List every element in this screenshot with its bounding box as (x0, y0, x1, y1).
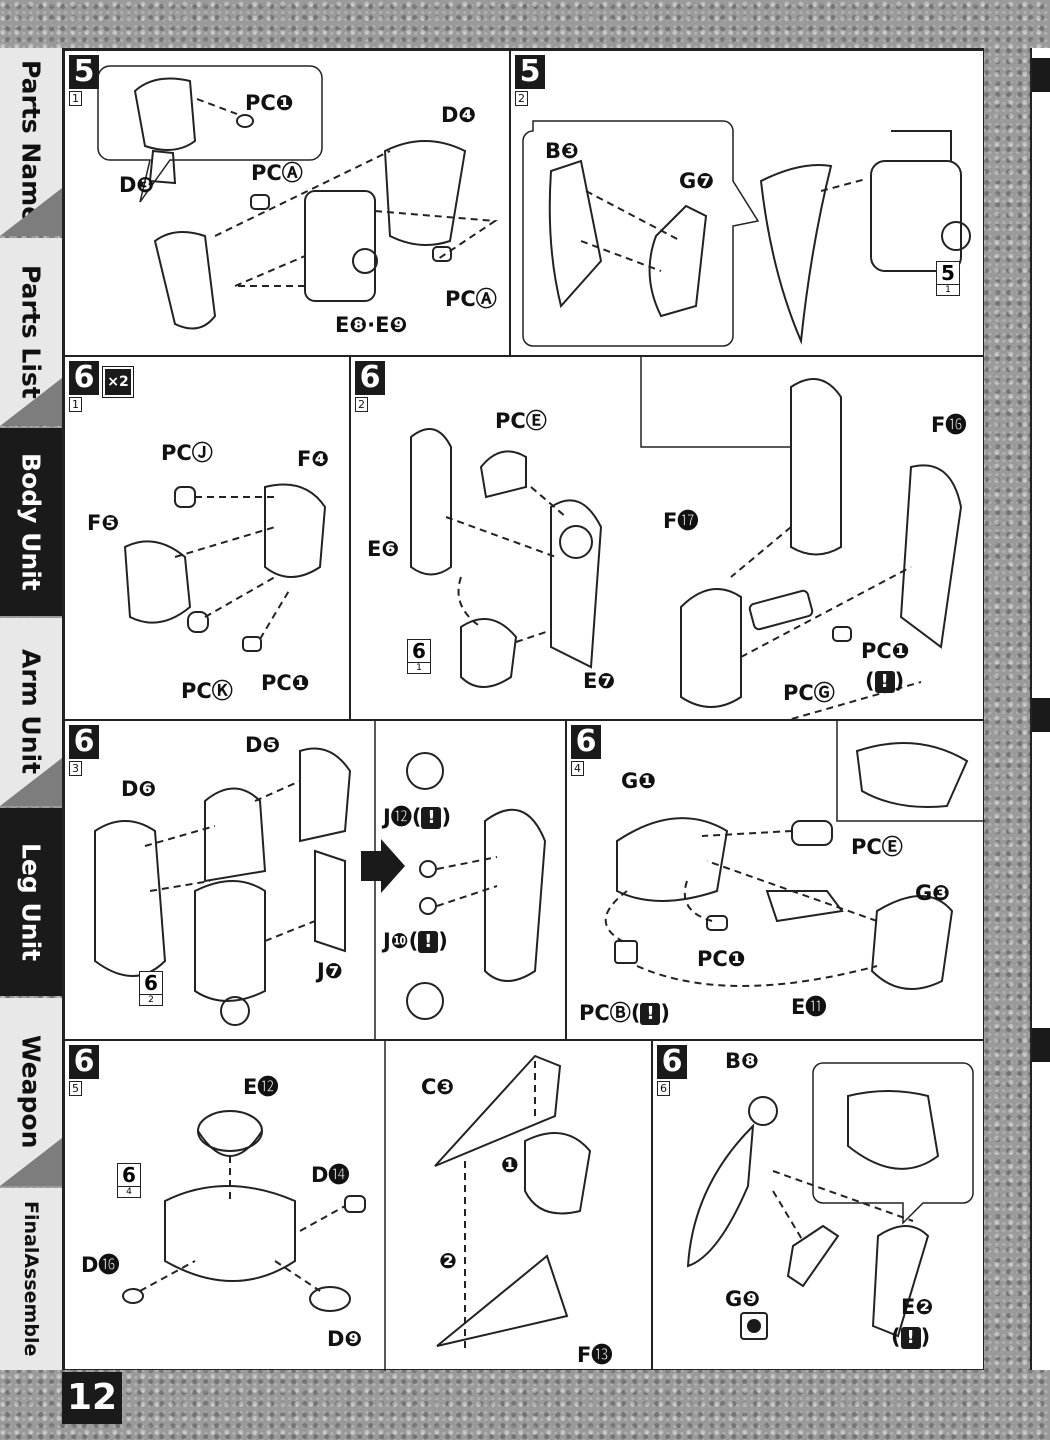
label-pc-a-2: PCⒶ (445, 287, 497, 311)
step-6-1-illustration (123, 483, 327, 652)
step-substep: 1 (69, 397, 82, 412)
label-d14: D⓮ (311, 1163, 350, 1187)
label-d4: D❹ (441, 103, 477, 127)
label-f17: F⓱ (663, 509, 699, 533)
label-b3: B❸ (545, 139, 579, 163)
step-6-2-illustration (410, 357, 963, 721)
section-tabs: Parts Name Parts List Body Unit Arm Unit… (0, 48, 62, 1370)
label-g1: G❶ (621, 769, 657, 793)
label-pc-a: PCⒶ (251, 161, 303, 185)
label-pc-e: PCⒺ (495, 409, 547, 433)
label-pc-e: PCⒺ (851, 835, 903, 859)
label-b8: B❽ (725, 1049, 759, 1073)
step-6-6-panel: 6 6 B❽ G❾ E❷ (!) (652, 1040, 984, 1370)
quantity-badge: ×2 (102, 366, 134, 398)
caution-mark: (!) (865, 669, 905, 693)
step-substep: 4 (571, 761, 584, 776)
order-1: ❶ (501, 1153, 519, 1177)
step-6-3-illustration (94, 721, 547, 1041)
step-number: 5 (69, 55, 99, 89)
label-d16: D⓰ (81, 1253, 120, 1277)
page-number: 12 (62, 1372, 122, 1424)
label-f5: F❺ (87, 511, 120, 535)
label-j10: J❿(!) (383, 929, 448, 953)
label-g9: G❾ (725, 1287, 761, 1311)
label-pc-1: PC❶ (697, 947, 746, 971)
step-number: 6 (69, 725, 99, 759)
order-2: ❷ (439, 1249, 457, 1273)
step-6-5-illustration (122, 1041, 592, 1371)
label-f16: F⓰ (931, 413, 967, 437)
label-pc-1: PC❶ (861, 639, 910, 663)
label-pc-g: PCⒼ (783, 681, 835, 705)
step-substep: 6 (657, 1081, 670, 1096)
caution-mark: (!) (891, 1325, 931, 1349)
step-number: 6 (69, 361, 99, 395)
step-substep: 3 (69, 761, 82, 776)
step-number: 6 (355, 361, 385, 395)
label-e6: E❻ (367, 537, 400, 561)
label-d6: D❻ (121, 777, 157, 801)
label-g7: G❼ (679, 169, 715, 193)
label-pc-b: PCⒷ(!) (579, 1001, 671, 1025)
tab-parts-name[interactable]: Parts Name (0, 48, 62, 236)
label-pc-k: PCⓀ (181, 679, 233, 703)
label-pc-1: PC❶ (261, 671, 310, 695)
step-number: 5 (515, 55, 545, 89)
step-6-6-illustration (686, 1062, 974, 1340)
label-e8-e9: E❽·E❾ (335, 313, 408, 337)
step-6-2-panel: 6 2 PCⒺ E❻ E❼ F⓰ F⓱ PCⒼ P (350, 356, 984, 721)
step-substep: 2 (515, 91, 528, 106)
label-c3: C❸ (421, 1075, 455, 1099)
step-6-1-panel: 6 ×2 1 PCⒿ F❹ F❺ PCⓀ PC❶ (64, 356, 350, 720)
label-d3: D❸ (119, 173, 155, 197)
label-e11: E⓫ (791, 995, 827, 1019)
label-j7: J❼ (317, 959, 343, 983)
step-number: 6 (69, 1045, 99, 1079)
tab-body-unit[interactable]: Body Unit (0, 428, 62, 616)
label-d5: D❺ (245, 733, 281, 757)
label-f13: F⓭ (577, 1343, 613, 1367)
step-number: 6 (657, 1045, 687, 1079)
step-6-4-illustration (604, 721, 985, 990)
tab-final-assemble[interactable]: FinalAssemble (0, 1188, 62, 1370)
label-g3: G❸ (915, 881, 951, 905)
tab-parts-list[interactable]: Parts List (0, 238, 62, 426)
instruction-board: 5 1 PC❶ PCⒶ D❸ D❹ PCⒶ E❽·E❾ 5 2 (62, 48, 985, 1371)
step-substep: 2 (355, 397, 368, 412)
label-pc-1: PC❶ (245, 91, 294, 115)
label-e12: E⓬ (243, 1075, 279, 1099)
label-pc-j: PCⒿ (161, 441, 213, 465)
tab-arm-unit[interactable]: Arm Unit (0, 618, 62, 806)
label-e2: E❷ (901, 1295, 934, 1319)
label-j12: J⓬(!) (383, 805, 452, 829)
step-substep: 5 (69, 1081, 82, 1096)
step-5-1-illustration (97, 65, 498, 330)
label-d9: D❾ (327, 1327, 363, 1351)
tab-weapon[interactable]: Weapon (0, 998, 62, 1186)
step-substep: 1 (69, 91, 82, 106)
tab-leg-unit[interactable]: Leg Unit (0, 808, 62, 996)
step-6-4-panel: 6 4 G❶ PCⒺ G❸ PC❶ E⓫ PCⒷ(!) (566, 720, 985, 1040)
step-number: 6 (571, 725, 601, 759)
next-page-edge (1030, 48, 1050, 1370)
step-5-2-illustration (522, 120, 971, 347)
step-5-1-panel: 5 1 PC❶ PCⒶ D❸ D❹ PCⒶ E❽·E❾ (64, 50, 510, 356)
label-e7: E❼ (583, 669, 616, 693)
label-f4: F❹ (297, 447, 330, 471)
